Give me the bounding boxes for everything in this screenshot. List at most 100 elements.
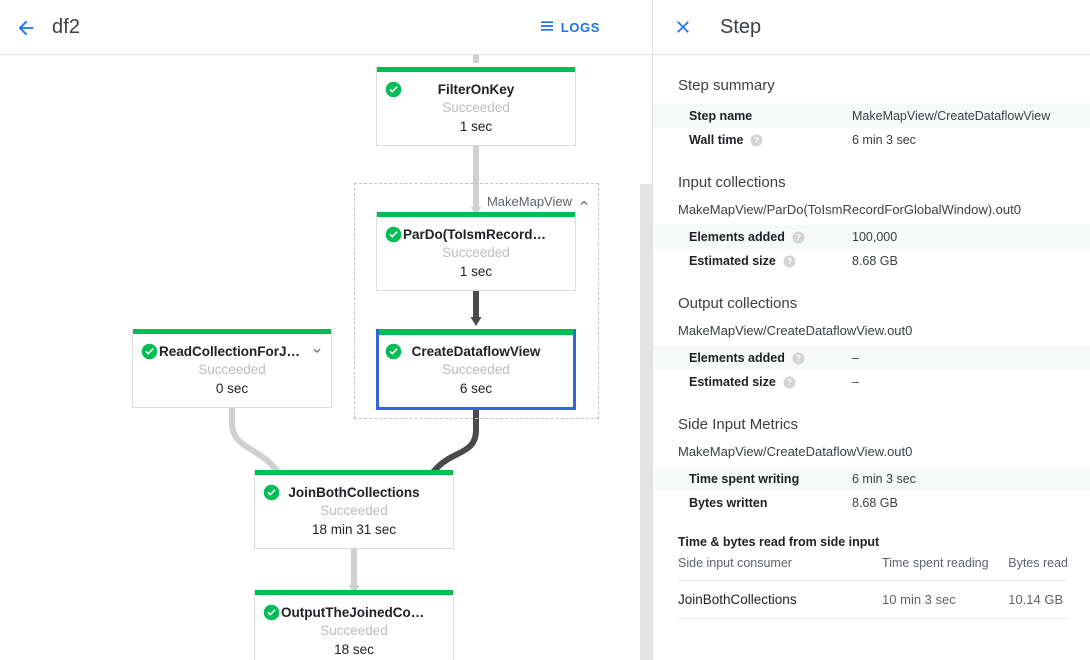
svg-text:?: ? xyxy=(787,257,792,266)
svg-text:?: ? xyxy=(754,136,759,145)
graph-node-create-dataflow-view[interactable]: CreateDataflowView Succeeded 6 sec xyxy=(376,329,576,410)
cell-bytes: 10.14 GB xyxy=(1008,580,1068,619)
check-circle-icon xyxy=(385,226,402,243)
row-key: Elements added ? xyxy=(689,351,852,365)
graph-header: df2 LOGS xyxy=(0,0,652,55)
side-input-read-table: Side input consumer Time spent reading B… xyxy=(678,556,1068,619)
row-value: MakeMapView/CreateDataflowView xyxy=(852,109,1051,123)
help-icon[interactable]: ? xyxy=(783,376,796,389)
cell-time: 10 min 3 sec xyxy=(882,580,1009,619)
row-value: – xyxy=(852,375,859,389)
row-key: Estimated size ? xyxy=(689,375,852,389)
column-header-bytes: Bytes read xyxy=(1008,556,1068,581)
node-status: Succeeded xyxy=(442,100,510,115)
table-row: Elements added ? 100,000 xyxy=(653,225,1090,249)
node-status-bar xyxy=(133,329,331,334)
table-row: Bytes written 8.68 GB xyxy=(653,491,1090,515)
chevron-down-icon[interactable] xyxy=(310,344,324,363)
graph-scrollbar-thumb[interactable] xyxy=(640,184,652,660)
row-value: – xyxy=(852,351,859,365)
table-row: Estimated size ? – xyxy=(653,370,1090,394)
node-status: Succeeded xyxy=(320,623,388,638)
logs-label: LOGS xyxy=(560,20,600,35)
row-key: Estimated size ? xyxy=(689,254,852,268)
help-icon[interactable]: ? xyxy=(792,231,805,244)
column-header-time: Time spent reading xyxy=(882,556,1009,581)
row-value: 8.68 GB xyxy=(852,496,898,510)
graph-node-filter-on-key[interactable]: FilterOnKey Succeeded 1 sec xyxy=(376,67,576,146)
graph-node-pardo-to-ism-record[interactable]: ParDo(ToIsmRecordFor… Succeeded 1 sec xyxy=(376,212,576,291)
logs-button[interactable]: LOGS xyxy=(539,0,600,55)
node-title: OutputTheJoinedCollec… xyxy=(281,605,447,620)
row-value: 8.68 GB xyxy=(852,254,898,268)
row-value: 100,000 xyxy=(852,230,898,244)
check-circle-icon xyxy=(385,81,402,98)
node-status: Succeeded xyxy=(320,503,388,518)
group-make-map-view[interactable]: MakeMapView xyxy=(354,183,599,419)
check-circle-icon xyxy=(263,604,280,621)
help-icon[interactable]: ? xyxy=(792,352,805,365)
node-status-bar xyxy=(379,329,573,335)
step-detail-body: Step summary Step name MakeMapView/Creat… xyxy=(653,55,1090,619)
list-icon xyxy=(539,18,555,37)
section-output-collections-title: Output collections xyxy=(678,295,798,312)
table-header-row: Side input consumer Time spent reading B… xyxy=(678,556,1068,581)
check-circle-icon xyxy=(141,343,158,360)
node-time: 18 sec xyxy=(334,642,374,657)
graph-panel: df2 LOGS xyxy=(0,0,652,660)
node-time: 1 sec xyxy=(459,119,493,134)
check-circle-icon xyxy=(385,343,402,360)
row-value: 6 min 3 sec xyxy=(852,472,916,486)
step-detail-title: Step xyxy=(720,15,762,38)
row-key: Time spent writing xyxy=(689,472,800,486)
node-status-bar xyxy=(255,470,453,475)
cell-consumer: JoinBothCollections xyxy=(678,580,883,619)
check-circle-icon xyxy=(263,484,280,501)
step-summary-table: Step name MakeMapView/CreateDataflowView… xyxy=(653,104,1090,152)
close-icon[interactable] xyxy=(665,9,701,45)
table-row: Estimated size ? 8.68 GB xyxy=(653,249,1090,273)
section-step-summary-title: Step summary xyxy=(678,77,775,94)
node-time: 1 sec xyxy=(459,264,493,279)
section-input-collections-title: Input collections xyxy=(678,174,786,191)
node-title: ReadCollectionForJoin xyxy=(159,344,307,359)
table-row: Wall time ? 6 min 3 sec xyxy=(653,128,1090,152)
side-input-read-section: Time & bytes read from side input Side i… xyxy=(653,515,1090,619)
node-status-bar xyxy=(255,590,453,595)
row-key: Elements added ? xyxy=(689,230,852,244)
output-collection-name: MakeMapView/CreateDataflowView.out0 xyxy=(678,323,913,338)
group-label: MakeMapView xyxy=(486,194,572,209)
pipeline-graph-canvas[interactable]: MakeMapView FilterOnKey Succeeded 1 sec xyxy=(0,55,640,660)
graph-node-output-the-joined-collection[interactable]: OutputTheJoinedCollec… Succeeded 18 sec xyxy=(254,590,454,660)
panel-divider xyxy=(652,0,653,660)
node-status: Succeeded xyxy=(442,362,510,377)
node-title: ParDo(ToIsmRecordFor… xyxy=(403,227,568,242)
row-value: 6 min 3 sec xyxy=(852,133,916,147)
help-icon[interactable]: ? xyxy=(783,255,796,268)
input-collections-table: Elements added ? 100,000 Estimated size … xyxy=(653,225,1090,273)
row-key: Step name xyxy=(689,109,753,123)
node-status-bar xyxy=(377,212,575,217)
table-row: Step name MakeMapView/CreateDataflowView xyxy=(653,104,1090,128)
step-detail-header: Step xyxy=(653,0,1090,55)
node-title: FilterOnKey xyxy=(437,82,515,97)
chevron-up-icon[interactable] xyxy=(577,196,591,215)
node-status: Succeeded xyxy=(198,362,266,377)
help-icon[interactable]: ? xyxy=(750,134,763,147)
graph-node-join-both-collections[interactable]: JoinBothCollections Succeeded 18 min 31 … xyxy=(254,470,454,549)
node-title: CreateDataflowView xyxy=(411,344,541,359)
node-status: Succeeded xyxy=(442,245,510,260)
node-status-bar xyxy=(377,67,575,72)
graph-node-read-collection-for-join[interactable]: ReadCollectionForJoin Succeeded 0 sec xyxy=(132,329,332,408)
node-title: JoinBothCollections xyxy=(288,485,420,500)
step-detail-panel: Step Step summary Step name MakeMapView/… xyxy=(653,0,1090,660)
table-row: Elements added ? – xyxy=(653,346,1090,370)
svg-text:?: ? xyxy=(796,354,801,363)
node-time: 6 sec xyxy=(459,381,493,396)
table-row: JoinBothCollections 10 min 3 sec 10.14 G… xyxy=(678,580,1068,619)
side-input-read-heading: Time & bytes read from side input xyxy=(678,535,880,549)
page-title: df2 xyxy=(52,16,81,38)
back-arrow-icon[interactable] xyxy=(8,10,44,46)
svg-text:?: ? xyxy=(787,378,792,387)
row-key: Wall time ? xyxy=(689,133,852,147)
